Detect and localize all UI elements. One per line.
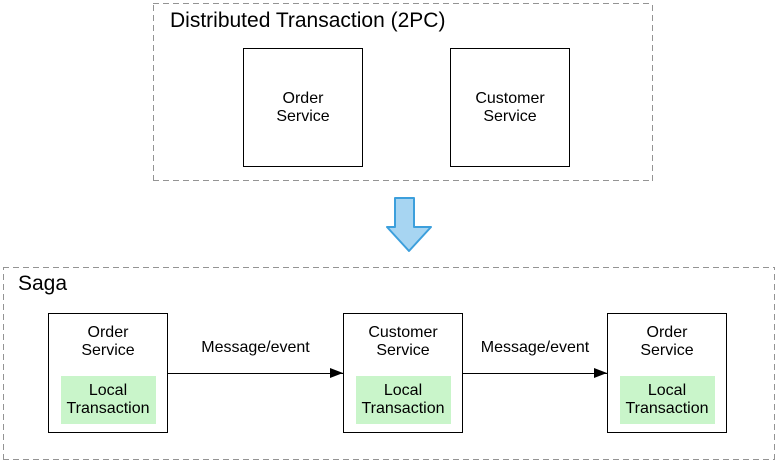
customer-service-label: Customer Service: [368, 324, 437, 360]
local-transaction-box: Local Transaction: [60, 376, 156, 424]
local-transaction-box: Local Transaction: [355, 376, 451, 424]
local-transaction-line: Local: [88, 382, 128, 399]
service-name-line: Order: [282, 89, 324, 107]
local-transaction-line: Transaction: [361, 400, 445, 417]
message-event-label-1: Message/event: [201, 339, 310, 356]
service-name-line: Service: [640, 342, 694, 359]
message-event-arrow-1: [168, 368, 343, 379]
order-service-box-saga-1: Order Service Local Transaction: [48, 313, 168, 433]
service-name-line: Order: [87, 324, 129, 341]
local-transaction-line: Transaction: [625, 400, 709, 417]
distributed-transaction-2pc-title: Distributed Transaction (2PC): [170, 9, 446, 32]
down-arrow-icon: [386, 197, 432, 252]
service-name-line: Customer: [368, 324, 438, 341]
local-transaction-line: Transaction: [66, 400, 150, 417]
order-service-label: Order Service: [640, 324, 693, 360]
local-transaction-line: Local: [383, 382, 423, 399]
service-name-line: Customer: [475, 89, 545, 107]
service-name-line: Service: [483, 107, 537, 125]
order-service-label: Order Service: [81, 324, 134, 360]
service-name-line: Service: [276, 107, 330, 125]
order-service-box-saga-2: Order Service Local Transaction: [607, 313, 727, 433]
order-service-box-2pc: Order Service: [243, 48, 363, 167]
customer-service-box-saga: Customer Service Local Transaction: [343, 313, 463, 433]
customer-service-label: Customer Service: [475, 90, 544, 126]
service-name-line: Service: [376, 342, 430, 359]
down-arrow-shape: [386, 197, 432, 252]
order-service-label: Order Service: [276, 90, 329, 126]
local-transaction-line: Local: [647, 382, 687, 399]
service-name-line: Order: [646, 324, 688, 341]
customer-service-box-2pc: Customer Service: [450, 48, 570, 167]
message-event-arrow-2: [463, 368, 607, 379]
service-name-line: Service: [81, 342, 135, 359]
local-transaction-box: Local Transaction: [619, 376, 715, 424]
distributed-transaction-2pc-group: Distributed Transaction (2PC) Order Serv…: [153, 3, 653, 181]
saga-group: Saga Order Service Local Transaction Mes…: [3, 267, 775, 460]
message-event-label-2: Message/event: [480, 339, 590, 356]
saga-title: Saga: [18, 272, 68, 295]
